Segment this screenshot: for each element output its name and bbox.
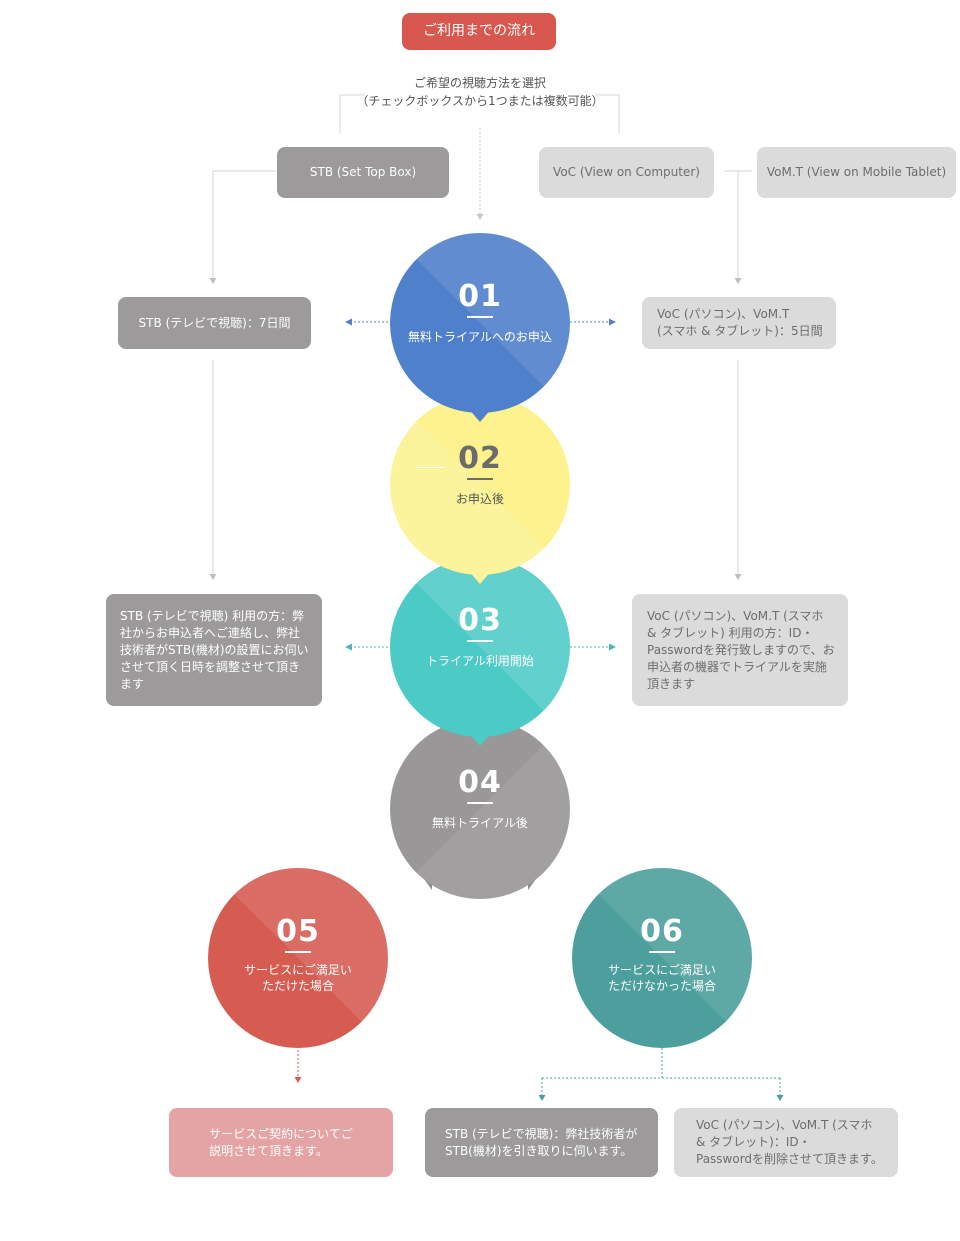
option-vomt-label: VoM.T (View on Mobile Tablet) — [766, 165, 947, 179]
step-06-label-line-2: ただけなかった場合 — [607, 979, 716, 993]
note-stb-trial: STB (テレビで視聴)：7日間 — [118, 297, 311, 349]
step-04-circle: 04 無料トライアル後 — [390, 719, 570, 899]
step-05-label: サービスにご満足い ただけた場合 — [208, 962, 388, 994]
note-voc-cancel-line: Passwordを削除させて頂きます。 — [696, 1152, 883, 1166]
flow-title-text: ご利用までの流れ — [423, 23, 535, 39]
step-01-underline — [467, 316, 493, 318]
option-voc-label: VoC (View on Computer) — [553, 165, 700, 179]
step-05-label-line-1: サービスにご満足い — [244, 963, 352, 977]
option-stb-label: STB (Set Top Box) — [309, 165, 417, 179]
step-03-circle: 03 トライアル利用開始 — [390, 557, 570, 737]
note-stb-cancel-line: STB(機材)を引き取りに伺います。 — [445, 1143, 633, 1158]
step-02-number: 02 — [458, 441, 502, 476]
note-satisfied-line: 説明させて頂きます。 — [209, 1143, 328, 1158]
option-stb[interactable]: STB (Set Top Box) — [277, 147, 449, 198]
step-01-number: 01 — [458, 279, 502, 314]
note-voc-cancel-line: & タブレット)：ID・ — [696, 1135, 811, 1149]
step-02-circle: 02 お申込後 — [390, 395, 570, 575]
note-stb-start-line: ます — [120, 676, 145, 691]
note-voc-cancel: VoC (パソコン)、VoM.T (スマホ & タブレット)：ID・ Passw… — [674, 1108, 898, 1177]
step-05-circle: 05 サービスにご満足い ただけた場合 — [208, 868, 388, 1048]
note-stb-cancel: STB (テレビで視聴)：弊社技術者が STB(機材)を引き取りに伺います。 — [425, 1108, 658, 1177]
step-05-number: 05 — [276, 914, 320, 949]
step-06-label: サービスにご満足い ただけなかった場合 — [572, 962, 752, 994]
note-stb-start: STB (テレビで視聴) 利用の方：弊 社からお申込者へご連絡し、弊社 技術者が… — [106, 594, 322, 706]
note-satisfied-line: サービスご契約についてご — [209, 1126, 353, 1141]
step-05-label-line-2: ただけた場合 — [261, 979, 334, 993]
note-stb-start-line: 社からお申込者へご連絡し、弊社 — [120, 625, 301, 640]
note-voc-start: VoC (パソコン)、VoM.T (スマホ & タブレット) 利用の方：ID・ … — [632, 594, 848, 706]
step-06-underline — [649, 951, 675, 953]
note-stb-cancel-line: STB (テレビで視聴)：弊社技術者が — [445, 1126, 638, 1141]
instruction-line-1: ご希望の視聴方法を選択 — [413, 76, 546, 90]
note-stb-start-line: STB (テレビで視聴) 利用の方：弊 — [120, 608, 305, 623]
step-02-underline — [467, 478, 493, 480]
step-04-number: 04 — [458, 765, 502, 800]
step-01-label: 無料トライアルへのお申込 — [408, 330, 552, 344]
step-02-accent-line — [416, 467, 444, 468]
note-voc-start-line: 頂きます — [647, 676, 696, 691]
note-stb-start-line: 技術者がSTB(機材)の設置にお伺い — [120, 642, 309, 657]
step-01-circle: 01 無料トライアルへのお申込 — [390, 233, 570, 413]
note-voc-trial-line-1: VoC (パソコン)、VoM.T — [657, 307, 790, 321]
step-05-underline — [285, 951, 311, 953]
step-02-label: お申込後 — [455, 492, 504, 506]
instruction-line-2: （チェックボックスから1つまたは複数可能） — [356, 94, 604, 108]
note-stb-trial-text: STB (テレビで視聴)：7日間 — [138, 315, 291, 330]
step-04-label: 無料トライアル後 — [432, 816, 528, 830]
note-voc-cancel-line: VoC (パソコン)、VoM.T (スマホ — [696, 1118, 873, 1132]
option-voc[interactable]: VoC (View on Computer) — [539, 147, 714, 198]
step-03-label: トライアル利用開始 — [426, 654, 534, 668]
note-voc-trial-line-2: (スマホ & タブレット)：5日間 — [657, 324, 823, 338]
selection-instruction: ご希望の視聴方法を選択 （チェックボックスから1つまたは複数可能） — [330, 74, 630, 110]
step-04-underline — [467, 802, 493, 804]
step-03-underline — [467, 640, 493, 642]
step-03-number: 03 — [458, 603, 502, 638]
note-voc-start-line: Passwordを発行致しますので、お — [647, 642, 835, 657]
flow-title: ご利用までの流れ — [402, 13, 556, 50]
note-voc-start-line: 申込者の機器でトライアルを実施 — [647, 659, 827, 674]
note-voc-start-line: & タブレット) 利用の方：ID・ — [647, 625, 814, 640]
option-vomt[interactable]: VoM.T (View on Mobile Tablet) — [757, 147, 956, 198]
note-voc-start-line: VoC (パソコン)、VoM.T (スマホ — [647, 608, 824, 623]
note-voc-trial: VoC (パソコン)、VoM.T (スマホ & タブレット)：5日間 — [642, 297, 836, 349]
step-06-number: 06 — [640, 914, 684, 949]
step-06-circle: 06 サービスにご満足い ただけなかった場合 — [572, 868, 752, 1048]
note-satisfied: サービスご契約についてご 説明させて頂きます。 — [169, 1108, 393, 1177]
step-06-label-line-1: サービスにご満足い — [608, 963, 716, 977]
note-stb-start-line: させて頂く日時を調整させて頂き — [120, 659, 301, 674]
